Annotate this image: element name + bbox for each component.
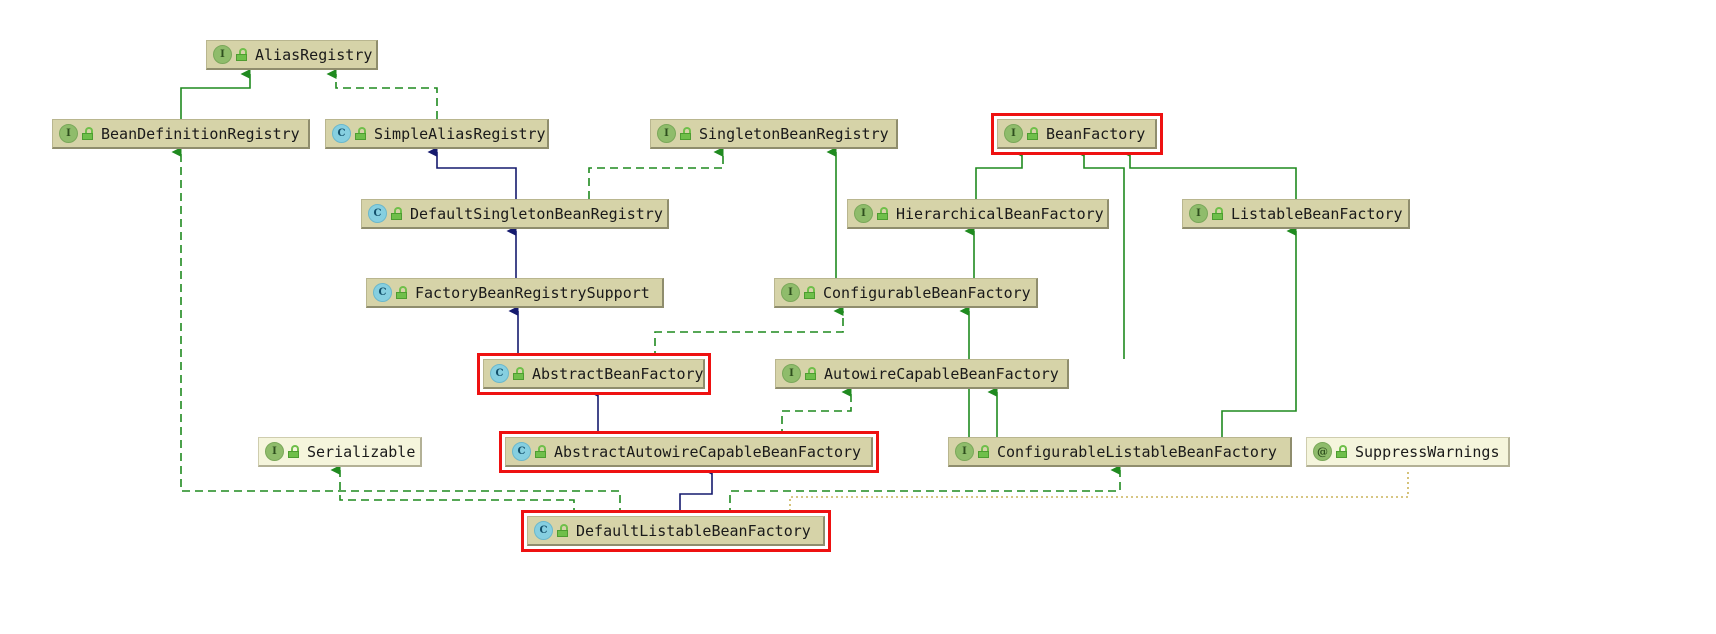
node-label: Serializable xyxy=(307,442,416,461)
lock-icon xyxy=(1026,127,1039,140)
node-configurable-bean-factory[interactable]: I ConfigurableBeanFactory xyxy=(774,278,1038,308)
node-label: ConfigurableListableBeanFactory xyxy=(997,442,1277,461)
class-icon: C xyxy=(368,204,387,223)
node-label: AutowireCapableBeanFactory xyxy=(824,364,1059,383)
interface-icon: I xyxy=(1189,204,1208,223)
node-simple-alias-registry[interactable]: C SimpleAliasRegistry xyxy=(325,119,549,149)
node-label: SuppressWarnings xyxy=(1355,442,1500,461)
lock-icon xyxy=(804,367,817,380)
annotation-icon: @ xyxy=(1313,442,1332,461)
node-label: SimpleAliasRegistry xyxy=(374,124,546,143)
interface-icon: I xyxy=(854,204,873,223)
node-suppress-warnings[interactable]: @ SuppressWarnings xyxy=(1306,437,1510,467)
interface-icon: I xyxy=(213,45,232,64)
edge-dsbr-sbr xyxy=(588,147,724,199)
class-icon: C xyxy=(373,283,392,302)
node-singleton-bean-registry[interactable]: I SingletonBeanRegistry xyxy=(650,119,898,149)
node-listable-bean-factory[interactable]: I ListableBeanFactory xyxy=(1182,199,1410,229)
node-abstract-autowire-capable-bean-factory[interactable]: C AbstractAutowireCapableBeanFactory xyxy=(505,437,873,467)
lock-icon xyxy=(534,445,547,458)
node-label: ListableBeanFactory xyxy=(1231,204,1403,223)
lock-icon xyxy=(354,127,367,140)
lock-icon xyxy=(395,286,408,299)
lock-icon xyxy=(556,524,569,537)
class-icon: C xyxy=(512,442,531,461)
class-icon: C xyxy=(534,521,553,540)
lock-icon xyxy=(390,207,403,220)
lock-icon xyxy=(977,445,990,458)
interface-icon: I xyxy=(59,124,78,143)
interface-icon: I xyxy=(265,442,284,461)
node-label: FactoryBeanRegistrySupport xyxy=(415,283,650,302)
node-label: AliasRegistry xyxy=(255,45,373,64)
lock-icon xyxy=(235,48,248,61)
node-abstract-bean-factory[interactable]: C AbstractBeanFactory xyxy=(483,359,705,389)
node-label: HierarchicalBeanFactory xyxy=(896,204,1104,223)
edge-dlbf-suppresswarnings xyxy=(789,470,1409,516)
node-alias-registry[interactable]: I AliasRegistry xyxy=(206,40,378,70)
interface-icon: I xyxy=(781,283,800,302)
node-label: DefaultListableBeanFactory xyxy=(576,521,811,540)
node-label: BeanDefinitionRegistry xyxy=(101,124,300,143)
lock-icon xyxy=(81,127,94,140)
edge-abf-cbf xyxy=(654,306,844,359)
lock-icon xyxy=(679,127,692,140)
edge-dsbr-sar xyxy=(427,147,517,199)
node-bean-definition-registry[interactable]: I BeanDefinitionRegistry xyxy=(52,119,310,149)
class-icon: C xyxy=(332,124,351,143)
lock-icon xyxy=(876,207,889,220)
node-bean-factory[interactable]: I BeanFactory xyxy=(997,119,1157,149)
node-label: BeanFactory xyxy=(1046,124,1146,143)
edge-bdr-aliasregistry xyxy=(180,69,251,119)
lock-icon xyxy=(803,286,816,299)
edge-clbf-lbf xyxy=(1221,226,1297,437)
node-label: ConfigurableBeanFactory xyxy=(823,283,1031,302)
interface-icon: I xyxy=(782,364,801,383)
node-label: AbstractAutowireCapableBeanFactory xyxy=(554,442,862,461)
node-default-singleton-bean-registry[interactable]: C DefaultSingletonBeanRegistry xyxy=(361,199,669,229)
node-hierarchical-bean-factory[interactable]: I HierarchicalBeanFactory xyxy=(847,199,1109,229)
interface-icon: I xyxy=(955,442,974,461)
edge-acbf-bf xyxy=(1074,147,1125,359)
node-default-listable-bean-factory[interactable]: C DefaultListableBeanFactory xyxy=(527,516,825,546)
edge-lbf-bf xyxy=(1120,147,1297,199)
edge-sar-aliasregistry xyxy=(326,69,438,119)
interface-icon: I xyxy=(657,124,676,143)
node-factory-bean-registry-support[interactable]: C FactoryBeanRegistrySupport xyxy=(366,278,664,308)
node-serializable[interactable]: I Serializable xyxy=(258,437,422,467)
lock-icon xyxy=(512,367,525,380)
lock-icon xyxy=(287,445,300,458)
edge-hbf-bf xyxy=(975,147,1023,199)
interface-icon: I xyxy=(1004,124,1023,143)
class-icon: C xyxy=(490,364,509,383)
node-autowire-capable-bean-factory[interactable]: I AutowireCapableBeanFactory xyxy=(775,359,1069,389)
node-configurable-listable-bean-factory[interactable]: I ConfigurableListableBeanFactory xyxy=(948,437,1292,467)
node-label: DefaultSingletonBeanRegistry xyxy=(410,204,663,223)
lock-icon xyxy=(1335,445,1348,458)
node-label: SingletonBeanRegistry xyxy=(699,124,889,143)
node-label: AbstractBeanFactory xyxy=(532,364,704,383)
lock-icon xyxy=(1211,207,1224,220)
